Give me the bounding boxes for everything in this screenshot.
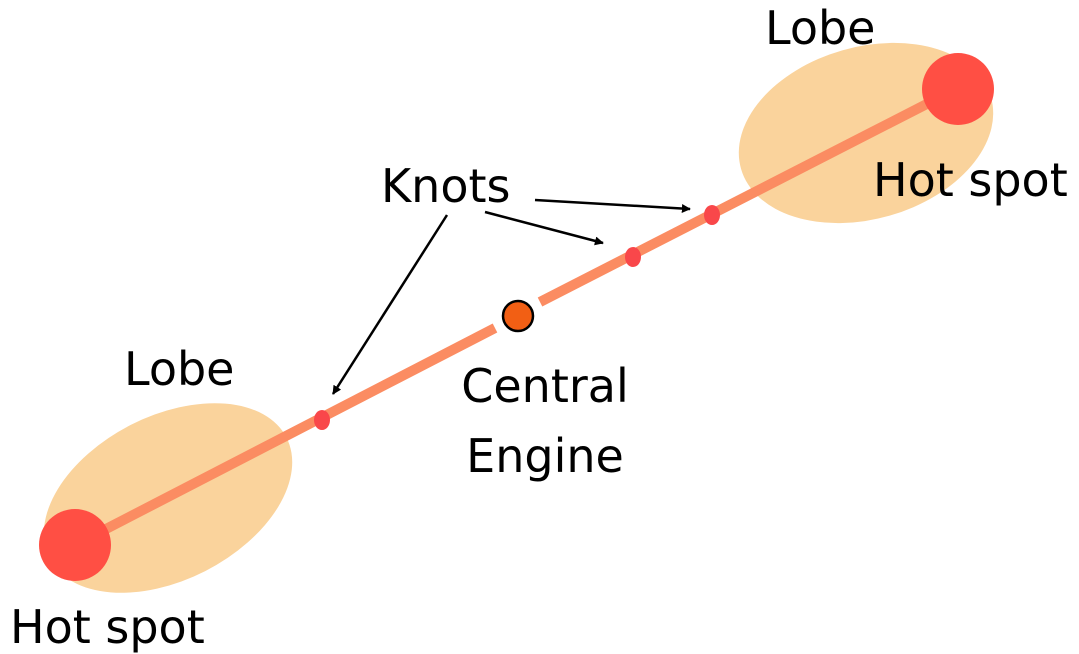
label-lobe-top: Lobe — [765, 1, 875, 55]
hotspot-upper-right — [922, 53, 994, 125]
jet-right — [537, 83, 961, 307]
knot-mid-right — [625, 247, 641, 267]
arrow-knot-right — [534, 198, 691, 214]
label-hotspot-left: Hot spot — [10, 600, 205, 654]
hotspot-lower-left — [39, 509, 111, 581]
knot-left — [314, 410, 330, 430]
arrow-knot-mid — [484, 210, 604, 246]
central-engine — [501, 299, 535, 333]
knot-near-lobe-right — [704, 205, 720, 225]
arrow-knot-left — [331, 214, 449, 395]
label-hotspot-right: Hot spot — [873, 153, 1068, 207]
label-central-engine-line1: Central — [461, 359, 629, 413]
label-lobe-left: Lobe — [124, 342, 234, 396]
label-central-engine-line2: Engine — [466, 429, 624, 483]
label-knots: Knots — [381, 159, 510, 213]
jet-left — [72, 323, 498, 550]
